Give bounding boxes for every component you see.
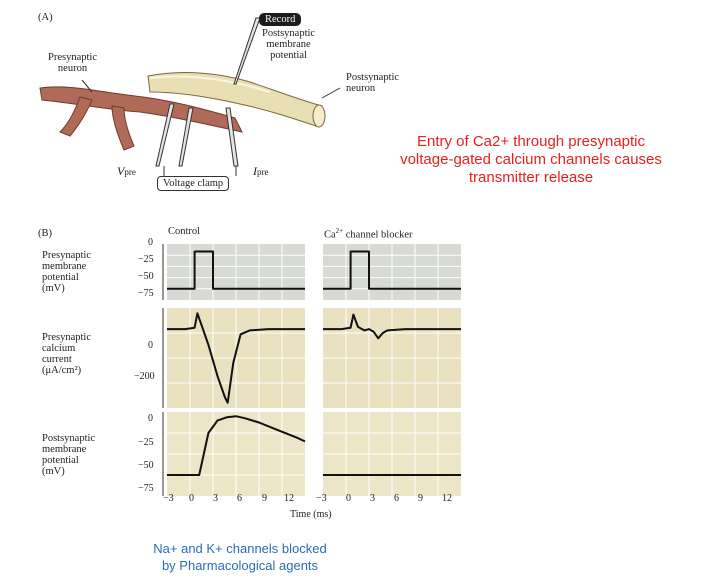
postsynaptic-potential-label: Postsynaptic membrane potential: [262, 28, 316, 61]
ytick: −50: [138, 460, 154, 471]
leader-lines: [81, 79, 341, 176]
panel-b-label: (B): [38, 228, 52, 239]
xtick: 3: [213, 493, 218, 504]
channels-blocked-annotation: Na+ and K+ channels blocked by Pharmacol…: [153, 541, 327, 573]
presynaptic-neuron-label: Presynaptic neuron: [48, 52, 97, 74]
voltage-clamp-label: Voltage clamp: [157, 176, 230, 191]
trace-line: [167, 415, 306, 476]
ytick: −50: [138, 271, 154, 282]
panel-a-label: (A): [38, 12, 53, 23]
trace-line: [167, 312, 305, 404]
xtick: 12: [442, 493, 452, 504]
xtick: 9: [262, 493, 267, 504]
ytick: −25: [138, 437, 154, 448]
trace-line: [323, 250, 461, 290]
v-pre-label: Vpre: [117, 164, 136, 178]
ytick: 0: [148, 237, 153, 248]
ytick: −75: [138, 288, 154, 299]
ytick: −25: [138, 254, 154, 265]
xtick: 0: [189, 493, 194, 504]
xtick: 12: [284, 493, 294, 504]
calcium-entry-annotation: Entry of Ca2+ through presynaptic voltag…: [400, 133, 662, 186]
ytick: −200: [134, 371, 155, 382]
record-label: Record: [259, 13, 302, 26]
i-pre-label: Ipre: [253, 164, 269, 178]
xtick: 9: [418, 493, 423, 504]
neuron-illustration: [39, 17, 341, 176]
xtick: 0: [346, 493, 351, 504]
trace-line: [167, 250, 305, 290]
electrodes: [155, 17, 261, 167]
column-title-blocker: Ca2+ channel blocker: [324, 227, 413, 241]
ytick: −75: [138, 483, 154, 494]
xtick: −3: [163, 493, 174, 504]
presynaptic-neuron-shape: [39, 86, 243, 151]
trace-line: [323, 313, 461, 340]
xtick: 6: [394, 493, 399, 504]
column-title-control: Control: [168, 226, 201, 237]
ytick: 0: [148, 413, 153, 424]
xtick: 6: [237, 493, 242, 504]
x-axis-label: Time (ms): [290, 509, 332, 520]
ytick: 0: [148, 340, 153, 351]
postsynaptic-neuron-label: Postsynaptic neuron: [346, 72, 400, 94]
xtick: 3: [370, 493, 375, 504]
postsynaptic-neuron-shape: [147, 72, 326, 128]
xtick: −3: [316, 493, 327, 504]
